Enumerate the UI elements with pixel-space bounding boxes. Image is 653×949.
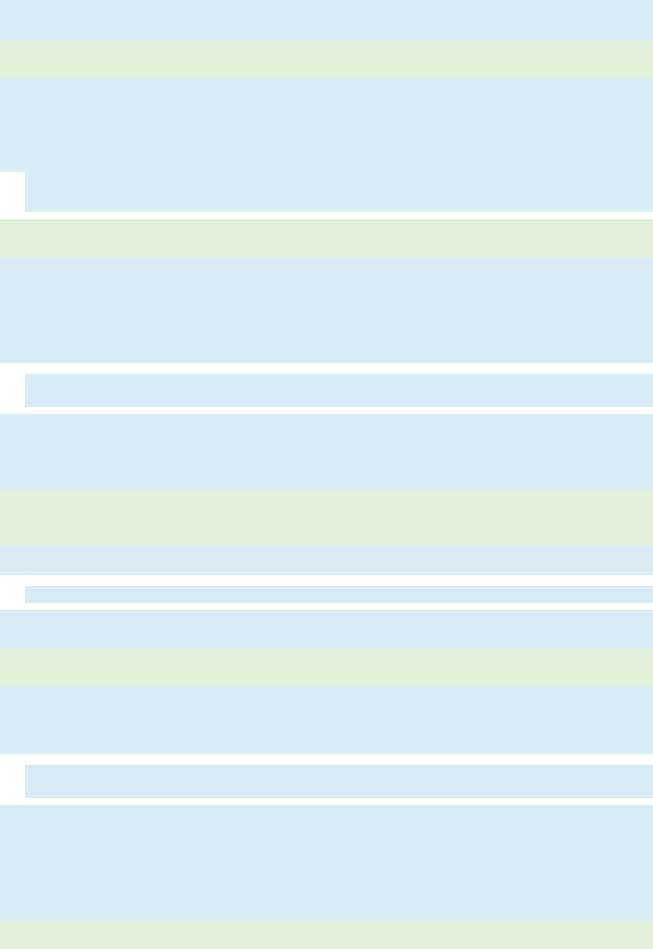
green-band-3 [0,490,653,546]
blue-band-indented-1 [25,172,653,212]
blue-band-8 [0,805,653,921]
blue-band-indented-2 [25,374,653,407]
green-band-4 [0,648,653,686]
blue-band-4 [0,414,653,490]
blue-band-7 [0,686,653,754]
blue-band-indented-4 [25,765,653,798]
blue-band-6 [0,610,653,648]
blue-band-2 [0,78,653,172]
blue-band-3 [0,258,653,363]
blue-band-1 [0,0,653,40]
blue-band-indented-3 [25,586,653,603]
blue-band-5 [0,546,653,575]
green-band-2 [0,219,653,258]
green-band-1 [0,40,653,78]
green-band-5 [0,921,653,949]
